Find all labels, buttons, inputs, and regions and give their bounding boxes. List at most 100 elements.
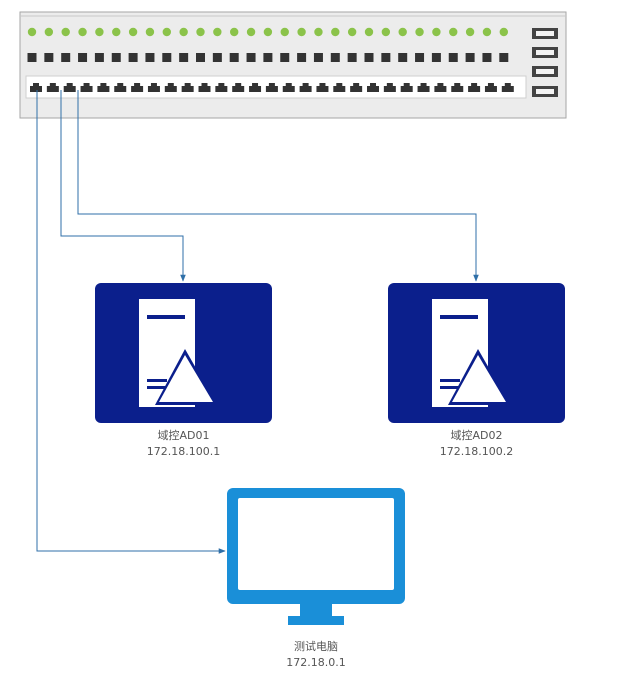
server-ad01 bbox=[95, 283, 272, 423]
sfp-port bbox=[297, 53, 307, 62]
status-led bbox=[44, 27, 54, 37]
link-to-ad02 bbox=[77, 90, 479, 282]
test-pc-name: 测试电脑 bbox=[294, 640, 338, 653]
ad02-name: 域控AD02 bbox=[450, 429, 503, 442]
sfp-port bbox=[246, 53, 256, 62]
ethernet-port-icon bbox=[468, 83, 481, 92]
sfp-port bbox=[415, 53, 425, 62]
ethernet-port-icon bbox=[299, 83, 312, 92]
usb-port-icon bbox=[532, 28, 558, 39]
status-led bbox=[432, 27, 441, 37]
ethernet-port-icon bbox=[80, 83, 93, 92]
ethernet-port-icon bbox=[333, 83, 346, 92]
link-to-test-pc bbox=[36, 90, 226, 554]
status-led bbox=[263, 27, 273, 37]
ethernet-port-icon bbox=[181, 83, 194, 92]
sfp-port bbox=[94, 53, 104, 62]
ethernet-port-icon bbox=[282, 83, 295, 92]
sfp-port bbox=[465, 53, 475, 62]
ethernet-port-icon bbox=[383, 83, 396, 92]
sfp-port bbox=[398, 53, 408, 62]
ethernet-port-icon bbox=[400, 83, 413, 92]
network-links bbox=[36, 90, 479, 554]
usb-port-icon bbox=[532, 47, 558, 58]
sfp-port bbox=[44, 53, 54, 62]
ad01-name: 域控AD01 bbox=[157, 429, 210, 442]
status-led bbox=[112, 27, 121, 37]
sfp-port bbox=[229, 53, 239, 62]
ethernet-port-icon bbox=[434, 83, 447, 92]
link-to-ad01 bbox=[60, 90, 186, 282]
usb-port-icon bbox=[532, 66, 558, 77]
status-led bbox=[449, 27, 458, 37]
switch-led-row bbox=[27, 27, 508, 37]
ethernet-port-icon bbox=[451, 83, 464, 92]
status-led bbox=[364, 27, 374, 37]
sfp-port bbox=[128, 53, 138, 62]
ethernet-port-icon bbox=[249, 83, 262, 92]
sfp-port bbox=[179, 53, 189, 62]
status-led bbox=[230, 27, 239, 37]
test-pc-ip: 172.18.0.1 bbox=[286, 656, 346, 669]
ethernet-port-icon bbox=[501, 83, 514, 92]
sfp-port bbox=[364, 53, 374, 62]
status-led bbox=[465, 27, 475, 37]
sfp-port bbox=[263, 53, 273, 62]
usb-port-icon bbox=[532, 86, 558, 97]
sfp-port bbox=[61, 53, 71, 62]
switch-port-row bbox=[30, 83, 514, 92]
status-led bbox=[27, 27, 37, 37]
ethernet-port-icon bbox=[164, 83, 177, 92]
status-led bbox=[246, 27, 256, 37]
status-led bbox=[297, 27, 306, 37]
ethernet-port-icon bbox=[198, 83, 211, 92]
ethernet-port-icon bbox=[215, 83, 228, 92]
ad01-ip: 172.18.100.1 bbox=[146, 445, 221, 458]
status-led bbox=[128, 27, 138, 37]
server-ad02 bbox=[388, 283, 565, 423]
ethernet-port-icon bbox=[350, 83, 363, 92]
sfp-port bbox=[330, 53, 340, 62]
status-led bbox=[482, 27, 492, 37]
ethernet-port-icon bbox=[484, 83, 497, 92]
network-switch bbox=[19, 11, 567, 119]
status-led bbox=[162, 27, 171, 37]
status-led bbox=[213, 27, 222, 37]
ethernet-port-icon bbox=[131, 83, 144, 92]
switch-body bbox=[19, 11, 567, 119]
ethernet-port-icon bbox=[417, 83, 430, 92]
ethernet-port-icon bbox=[316, 83, 329, 92]
status-led bbox=[280, 27, 289, 37]
ethernet-port-icon bbox=[147, 83, 160, 92]
status-led bbox=[78, 27, 87, 37]
status-led bbox=[179, 27, 188, 37]
ad02-ip: 172.18.100.2 bbox=[439, 445, 514, 458]
status-led bbox=[347, 27, 357, 37]
status-led bbox=[314, 27, 323, 37]
sfp-port bbox=[313, 53, 323, 62]
ethernet-port-icon bbox=[63, 83, 76, 92]
status-led bbox=[196, 27, 205, 37]
sfp-port bbox=[448, 53, 458, 62]
sfp-port bbox=[499, 53, 509, 62]
status-led bbox=[499, 27, 508, 37]
ethernet-port-icon bbox=[367, 83, 379, 92]
sfp-port bbox=[431, 53, 441, 62]
ethernet-port-icon bbox=[114, 83, 127, 92]
ethernet-port-icon bbox=[97, 83, 110, 92]
sfp-port bbox=[145, 53, 155, 62]
switch-sfp-row bbox=[27, 53, 509, 62]
sfp-port bbox=[347, 53, 357, 62]
ethernet-port-icon bbox=[30, 83, 42, 92]
status-led bbox=[331, 27, 340, 37]
sfp-port bbox=[212, 53, 222, 62]
sfp-port bbox=[381, 53, 391, 62]
sfp-port bbox=[196, 53, 205, 62]
sfp-port bbox=[162, 53, 172, 62]
switch-usb-column bbox=[532, 28, 558, 97]
ad01-label: 域控AD01 172.18.100.1 bbox=[125, 428, 242, 460]
ethernet-port-icon bbox=[46, 83, 59, 92]
status-led bbox=[145, 27, 155, 37]
sfp-port bbox=[482, 53, 492, 62]
